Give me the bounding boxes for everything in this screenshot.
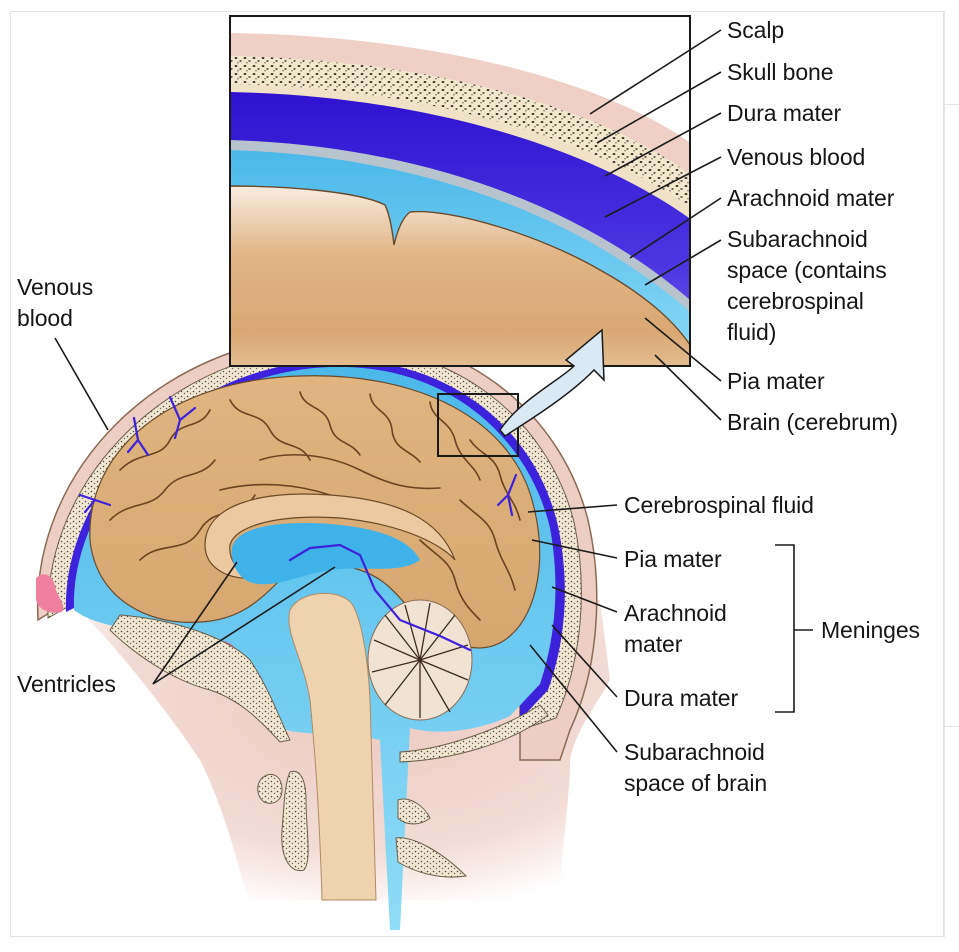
cerebellum bbox=[367, 599, 473, 721]
vertebra bbox=[397, 798, 431, 825]
label-inset-venous-blood: Venous blood bbox=[727, 144, 866, 170]
vertebra bbox=[395, 837, 468, 878]
label-dura-mater: Dura mater bbox=[624, 685, 739, 711]
label-ventricles: Ventricles bbox=[17, 671, 116, 697]
page-edge-tick bbox=[944, 726, 959, 727]
vertebra bbox=[257, 774, 283, 804]
venous-branches bbox=[78, 395, 518, 652]
label-pia-mater: Pia mater bbox=[624, 546, 722, 572]
label-arachnoid-mater: Arachnoid mater bbox=[624, 600, 727, 657]
label-inset-brain-cerebrum: Brain (cerebrum) bbox=[727, 409, 898, 435]
label-venous-blood: Venous blood bbox=[17, 274, 94, 331]
ventricle-cavity bbox=[231, 523, 420, 585]
label-inset-subarachnoid-space: Subarachnoid space (contains cerebrospin… bbox=[727, 226, 887, 345]
brainstem bbox=[288, 592, 377, 901]
label-inset-arachnoid-mater: Arachnoid mater bbox=[727, 185, 895, 211]
frontal-sinus bbox=[36, 574, 64, 613]
page-edge-tick bbox=[944, 104, 959, 105]
label-inset-skull-bone: Skull bone bbox=[727, 59, 834, 85]
label-cerebrospinal-fluid: Cerebrospinal fluid bbox=[624, 492, 814, 518]
label-inset-dura-mater: Dura mater bbox=[727, 100, 842, 126]
leader-lines bbox=[54, 29, 813, 753]
skull-base bbox=[109, 614, 291, 743]
label-meninges-group: Meninges bbox=[821, 617, 920, 643]
inset-meninges bbox=[229, 15, 691, 367]
label-inset-pia-mater: Pia mater bbox=[727, 368, 825, 394]
vertebra bbox=[281, 770, 309, 872]
label-inset-scalp: Scalp bbox=[727, 17, 785, 43]
label-subarachnoid-space-of-brain: Subarachnoid space of brain bbox=[624, 739, 768, 796]
zoom-arrow-icon bbox=[499, 328, 605, 437]
inset-brain-cerebrum bbox=[230, 185, 690, 366]
occipital-bone bbox=[399, 704, 549, 763]
head-sagittal-section bbox=[36, 333, 610, 930]
inset-border bbox=[229, 15, 691, 367]
page-edge-divider bbox=[944, 11, 945, 937]
